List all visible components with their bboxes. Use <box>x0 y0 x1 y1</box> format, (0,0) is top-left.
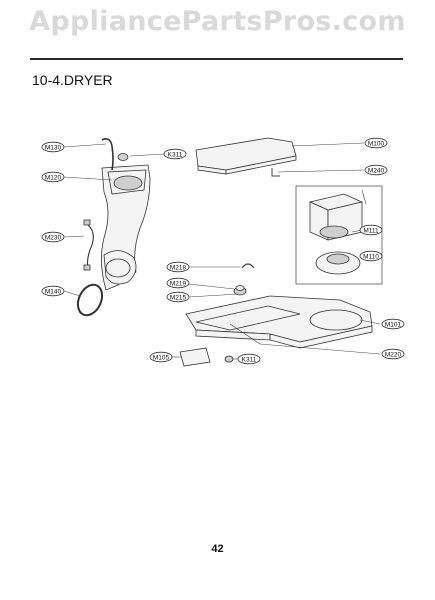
part-code-text: M111 <box>363 227 379 234</box>
base-housing-drawing <box>185 295 373 349</box>
part-code-text: M215 <box>170 294 187 301</box>
part-label-k311: K311 <box>237 353 261 365</box>
part-code-text: M120 <box>45 174 62 181</box>
part-label-m218: M218 <box>166 261 190 273</box>
header-rule <box>30 58 403 60</box>
label-oval <box>381 318 405 330</box>
top-cover-drawing <box>195 137 297 175</box>
part-code-text: M100 <box>368 140 385 147</box>
part-label-m230: M230 <box>41 231 65 243</box>
part-label-k311: K311 <box>163 148 187 160</box>
label-oval <box>163 148 187 160</box>
leader-lines <box>63 142 381 360</box>
part-code-text: M218 <box>170 264 187 271</box>
small-cap-drawing <box>224 355 234 363</box>
label-oval <box>237 353 261 365</box>
part-code-text: K311 <box>168 151 183 158</box>
duct-assembly-drawing <box>101 164 151 291</box>
label-oval <box>166 277 190 289</box>
part-code-text: K311 <box>242 356 257 363</box>
part-label-m101: M101 <box>381 318 405 330</box>
clamp-drawing <box>241 263 255 269</box>
label-oval <box>364 164 388 176</box>
section-title: 10-4.DRYER <box>32 72 113 88</box>
part-code-text: M230 <box>45 234 62 241</box>
label-oval <box>359 250 383 262</box>
gasket-ring-drawing <box>76 283 104 317</box>
part-label-m130: M130 <box>41 141 65 153</box>
page-number: 42 <box>211 543 224 555</box>
part-code-text: M130 <box>45 144 62 151</box>
sensor-wire-drawing <box>83 219 94 271</box>
part-code-text: M220 <box>385 351 402 358</box>
part-label-m100: M100 <box>364 137 388 149</box>
label-oval <box>41 231 65 243</box>
part-label-m105: M105 <box>149 351 173 363</box>
part-labels: M130K311M120M230M140M100M240M111M110M218… <box>41 137 405 365</box>
knob-drawing <box>233 285 247 296</box>
part-label-m215: M215 <box>166 291 190 303</box>
label-oval <box>41 171 65 183</box>
label-oval <box>41 285 65 297</box>
label-oval <box>364 137 388 149</box>
label-oval <box>359 224 383 236</box>
label-oval <box>41 141 65 153</box>
label-oval <box>381 348 405 360</box>
part-label-m110: M110 <box>359 250 383 262</box>
part-code-text: M140 <box>45 288 62 295</box>
part-label-m220: M220 <box>381 348 405 360</box>
part-code-text: M105 <box>153 354 170 361</box>
wire-harness-drawing <box>101 138 114 171</box>
part-label-m111: M111 <box>359 224 383 236</box>
part-code-text: M110 <box>363 253 379 260</box>
watermark-logo: AppliancePartsPros.com <box>29 6 406 37</box>
part-code-text: M240 <box>368 167 385 174</box>
label-oval <box>166 291 190 303</box>
part-label-m140: M140 <box>41 285 65 297</box>
cap-drawing <box>117 153 129 161</box>
part-label-m219: M219 <box>166 277 190 289</box>
part-code-text: M219 <box>170 280 187 287</box>
part-label-m240: M240 <box>364 164 388 176</box>
label-oval <box>149 351 173 363</box>
bracket-drawing <box>179 347 211 367</box>
part-code-text: M101 <box>385 321 402 328</box>
label-oval <box>166 261 190 273</box>
clip-drawing <box>271 168 280 177</box>
part-label-m120: M120 <box>41 171 65 183</box>
fan-motor-drawing <box>295 185 383 285</box>
